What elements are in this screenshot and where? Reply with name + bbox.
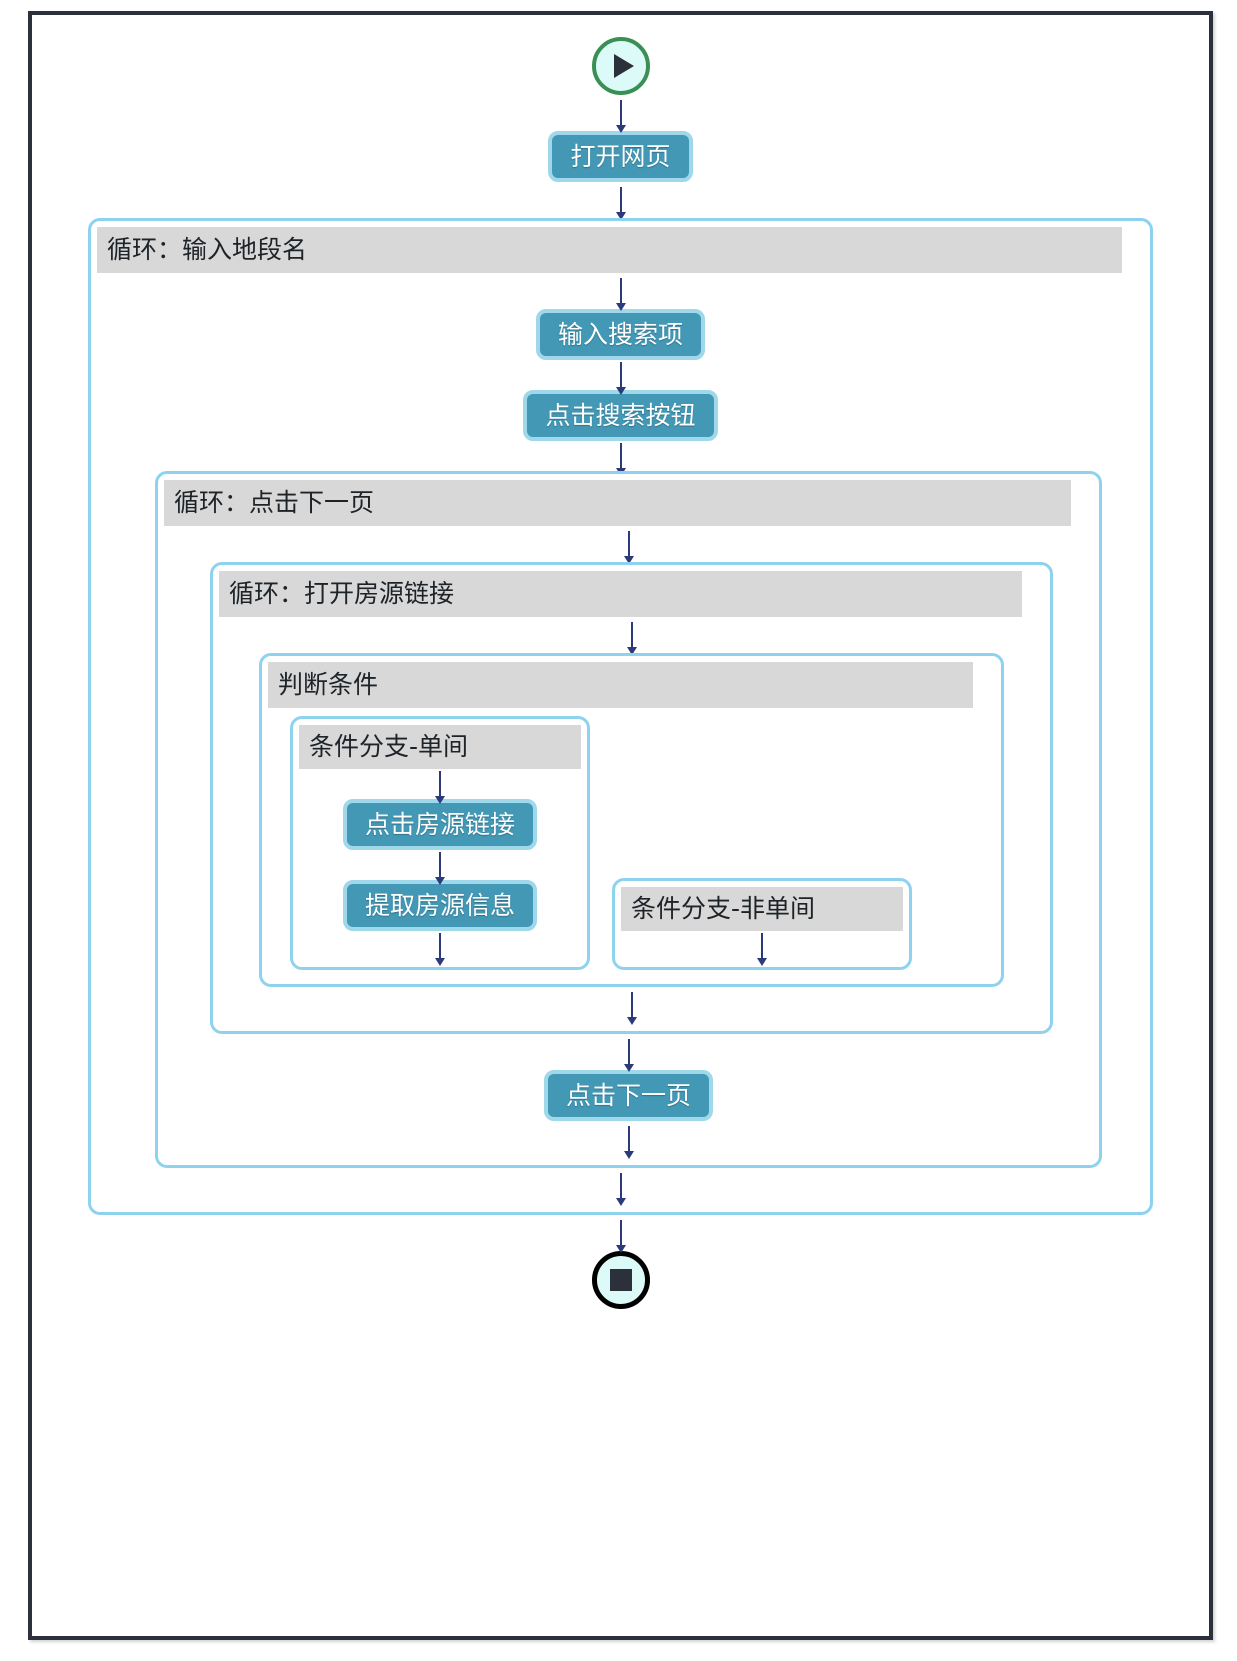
loop-body-open-listing: 判断条件 条件分支-单间 bbox=[213, 617, 1050, 1025]
action-click-listing-link[interactable]: 点击房源链接 bbox=[342, 799, 537, 850]
loop-container-district[interactable]: 循环：输入地段名 输入搜索项 点击搜索按钮 循环：点击下一页 bbox=[88, 218, 1153, 1215]
connector-arrow bbox=[158, 1034, 1099, 1072]
connector-arrow bbox=[158, 1121, 1099, 1159]
connector-arrow bbox=[91, 273, 1150, 311]
end-node[interactable] bbox=[591, 1251, 650, 1309]
branch-header-single-room: 条件分支-单间 bbox=[299, 725, 581, 769]
loop-header-next-page: 循环：点击下一页 bbox=[164, 480, 1071, 526]
action-extract-listing-info[interactable]: 提取房源信息 bbox=[342, 880, 537, 931]
action-row-open-page: 打开网页 bbox=[32, 131, 1209, 182]
loop-body-next-page: 循环：打开房源链接 判断条件 bbox=[158, 526, 1099, 1159]
action-row-click-next-page: 点击下一页 bbox=[158, 1070, 1099, 1121]
connector-arrow bbox=[158, 526, 1099, 564]
connector-arrow bbox=[435, 931, 445, 966]
condition-branch-row: 条件分支-单间 点击房源链接 bbox=[262, 708, 1001, 976]
flowchart-frame: 打开网页 循环：输入地段名 输入搜索项 点击搜索按钮 循环 bbox=[28, 11, 1213, 1640]
loop-container-next-page[interactable]: 循环：点击下一页 循环：打开房源链接 判断条件 bbox=[155, 471, 1102, 1168]
loop-header-district: 循环：输入地段名 bbox=[97, 227, 1122, 273]
action-input-search-term[interactable]: 输入搜索项 bbox=[535, 309, 705, 360]
connector-arrow bbox=[91, 441, 1150, 476]
end-node-row bbox=[32, 1251, 1209, 1309]
action-row-click-search-button: 点击搜索按钮 bbox=[91, 390, 1150, 441]
connector-arrow bbox=[32, 1215, 1209, 1253]
stop-icon bbox=[609, 1269, 632, 1291]
connector-arrow bbox=[435, 850, 445, 885]
branch-single-room[interactable]: 条件分支-单间 点击房源链接 bbox=[290, 716, 590, 970]
connector-arrow bbox=[32, 95, 1209, 133]
connector-arrow bbox=[91, 360, 1150, 395]
connector-arrow bbox=[91, 1168, 1150, 1206]
condition-header: 判断条件 bbox=[268, 662, 973, 708]
branch-header-non-single-room: 条件分支-非单间 bbox=[621, 887, 903, 931]
start-node[interactable] bbox=[591, 37, 650, 95]
connector-arrow bbox=[213, 987, 1050, 1025]
branch-non-single-room[interactable]: 条件分支-非单间 bbox=[612, 878, 912, 970]
connector-arrow bbox=[213, 617, 1050, 655]
action-click-search-button[interactable]: 点击搜索按钮 bbox=[523, 390, 718, 441]
branch-body-non-single-room bbox=[615, 931, 909, 966]
action-open-page[interactable]: 打开网页 bbox=[548, 131, 693, 182]
loop-container-open-listing[interactable]: 循环：打开房源链接 判断条件 bbox=[210, 562, 1053, 1034]
connector-arrow bbox=[435, 769, 445, 804]
action-click-next-page[interactable]: 点击下一页 bbox=[543, 1070, 713, 1121]
action-row-extract-listing-info: 提取房源信息 bbox=[342, 880, 537, 931]
start-node-row bbox=[32, 37, 1209, 95]
branch-body-single-room: 点击房源链接 提取房源信息 bbox=[293, 769, 587, 966]
connector-arrow bbox=[32, 182, 1209, 220]
connector-arrow bbox=[757, 931, 767, 966]
action-row-click-listing-link: 点击房源链接 bbox=[342, 799, 537, 850]
loop-body-district: 输入搜索项 点击搜索按钮 循环：点击下一页 循环：打开房源链接 bbox=[91, 273, 1150, 1206]
loop-header-open-listing: 循环：打开房源链接 bbox=[219, 571, 1022, 617]
play-icon bbox=[613, 54, 634, 78]
action-row-input-search-term: 输入搜索项 bbox=[91, 309, 1150, 360]
condition-container[interactable]: 判断条件 条件分支-单间 bbox=[259, 653, 1004, 987]
